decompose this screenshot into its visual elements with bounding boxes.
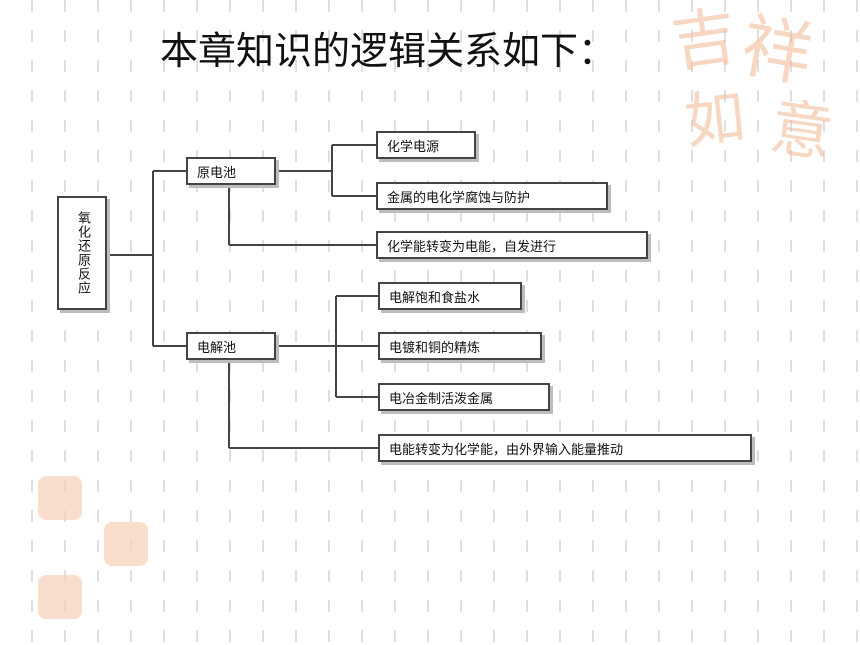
branch-node-galvanic-cell: 原电池 (186, 157, 276, 185)
branch-node-electrolytic-cell: 电解池 (186, 332, 276, 360)
leaf-node: 电镀和铜的精炼 (378, 332, 542, 360)
root-node: 氧化还原反应 (57, 196, 107, 310)
branch-node-label: 电解池 (197, 340, 237, 356)
small-seal-stamp-icon (38, 476, 82, 520)
leaf-node-label: 化学能转变为电能，自发进行 (387, 239, 557, 255)
leaf-node: 金属的电化学腐蚀与防护 (376, 182, 608, 210)
leaf-node: 电冶金制活泼金属 (378, 383, 550, 411)
leaf-node-label: 电能转变为化学能，由外界输入能量推动 (389, 442, 624, 458)
branch-node-label: 原电池 (197, 165, 237, 181)
root-node-label: 氧化还原反应 (75, 211, 90, 295)
leaf-node: 电解饱和食盐水 (378, 282, 522, 310)
leaf-node: 化学能转变为电能，自发进行 (376, 231, 648, 259)
page-title: 本章知识的逻辑关系如下： (160, 29, 617, 73)
small-seal-stamp-icon (38, 575, 82, 619)
svg-text:如: 如 (682, 82, 749, 158)
leaf-node-label: 金属的电化学腐蚀与防护 (387, 190, 531, 206)
leaf-node-label: 电镀和铜的精炼 (389, 340, 481, 356)
leaf-node: 电能转变为化学能，由外界输入能量推动 (378, 434, 752, 462)
seal-watermark-icon: 吉 祥 如 意 (672, 0, 838, 160)
svg-text:吉: 吉 (672, 0, 741, 82)
svg-text:意: 意 (766, 90, 838, 160)
leaf-node: 化学电源 (376, 131, 476, 159)
small-seal-stamp-icon (104, 522, 148, 566)
leaf-node-label: 电解饱和食盐水 (389, 290, 481, 306)
svg-text:祥: 祥 (735, 4, 818, 97)
leaf-node-label: 电冶金制活泼金属 (389, 391, 494, 407)
leaf-node-label: 化学电源 (387, 139, 440, 155)
